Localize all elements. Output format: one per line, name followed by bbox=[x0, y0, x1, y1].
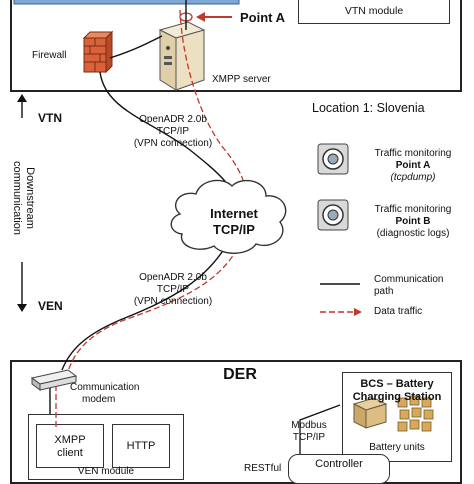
upper-link-line-1: OpenADR 2.0b bbox=[139, 114, 207, 125]
upper-link-label: OpenADR 2.0b TCP/IP (VPN connection) bbox=[118, 114, 228, 150]
xmpp-client-line-2: client bbox=[57, 447, 83, 459]
battery-units-label: Battery units bbox=[369, 442, 425, 453]
point-a-label: Point A bbox=[240, 10, 286, 25]
http-label: HTTP bbox=[126, 440, 156, 452]
monitor-a-label: Traffic monitoring Point A (tcpdump) bbox=[360, 148, 466, 184]
lower-link-line-1: OpenADR 2.0b bbox=[139, 272, 207, 283]
upper-link-line-2: TCP/IP bbox=[156, 126, 190, 137]
controller-label: Controller bbox=[315, 458, 363, 470]
monitor-b-line-1: Traffic monitoring bbox=[374, 204, 452, 215]
downstream-line-1: Downstream bbox=[24, 167, 36, 229]
cloud-icon bbox=[170, 179, 287, 254]
battery-units-icon bbox=[397, 395, 434, 432]
monitor-a-line-2: Point A bbox=[395, 160, 431, 171]
modem-icon bbox=[30, 369, 78, 391]
upper-link-line-3: (VPN connection) bbox=[133, 138, 213, 149]
location-label: Location 1: Slovenia bbox=[312, 101, 425, 115]
monitor-a-line-3: (tcpdump) bbox=[390, 172, 436, 183]
cloud-line-2: TCP/IP bbox=[213, 222, 255, 237]
vtn-label: VTN bbox=[38, 111, 62, 125]
http-box bbox=[112, 424, 170, 468]
monitor-b-label: Traffic monitoring Point B (diagnostic l… bbox=[360, 204, 466, 240]
monitor-b-line-3: (diagnostic logs) bbox=[376, 228, 450, 239]
data-traffic-label: Data traffic bbox=[374, 306, 423, 317]
bcs-title-line-2: Charging Station bbox=[352, 391, 442, 403]
diagram-graphics bbox=[13, 0, 434, 454]
modem-line-2: modem bbox=[82, 394, 116, 405]
lower-link-label: OpenADR 2.0b TCP/IP (VPN connection) bbox=[118, 272, 228, 308]
xmpp-client-box bbox=[36, 424, 104, 468]
lower-link-line-2: TCP/IP bbox=[156, 284, 190, 295]
modbus-label: Modbus TCP/IP bbox=[284, 420, 334, 444]
downstream-label: Downstream communication bbox=[8, 128, 36, 268]
legend-data-traffic-line bbox=[320, 308, 362, 316]
monitor-a-line-1: Traffic monitoring bbox=[374, 148, 452, 159]
monitor-icon bbox=[317, 143, 349, 175]
xmpp-client-label: XMPP client bbox=[36, 434, 104, 460]
xmpp-server-label: XMPP server bbox=[212, 74, 271, 85]
bcs-title: BCS – Battery Charging Station bbox=[342, 378, 452, 404]
modbus-line-2: TCP/IP bbox=[292, 432, 326, 443]
ven-label: VEN bbox=[38, 299, 63, 313]
vtn-banner bbox=[13, 0, 240, 5]
vtn-module-label: VTN module bbox=[344, 5, 404, 17]
lower-link-line-3: (VPN connection) bbox=[133, 296, 213, 307]
modem-line-1: Communication bbox=[70, 382, 140, 393]
comm-path-line-2: path bbox=[374, 286, 394, 297]
ven-module-label: VEN module bbox=[77, 466, 135, 477]
downstream-arrow-icon bbox=[17, 94, 27, 312]
restful-label: RESTful bbox=[244, 463, 282, 474]
firewall-icon bbox=[82, 30, 114, 74]
downstream-line-2: communication bbox=[11, 161, 23, 235]
monitor-b-line-2: Point B bbox=[395, 216, 431, 227]
monitor-icon bbox=[317, 199, 349, 231]
modbus-line-1: Modbus bbox=[291, 420, 327, 431]
der-title: DER bbox=[223, 366, 257, 383]
comm-path-line-1: Communication bbox=[374, 274, 444, 285]
comm-path-label: Communication path bbox=[374, 274, 443, 298]
bcs-title-line-1: BCS – Battery bbox=[360, 378, 434, 390]
firewall-label: Firewall bbox=[32, 50, 67, 61]
cloud-line-1: Internet bbox=[210, 206, 258, 221]
modem-label: Communication modem bbox=[70, 382, 139, 406]
vtn-module-box bbox=[298, 0, 450, 24]
battery-icon bbox=[352, 397, 388, 429]
arrow-icon bbox=[196, 12, 232, 22]
cloud-label: Internet TCP/IP bbox=[186, 206, 282, 238]
xmpp-client-line-1: XMPP bbox=[54, 434, 86, 446]
